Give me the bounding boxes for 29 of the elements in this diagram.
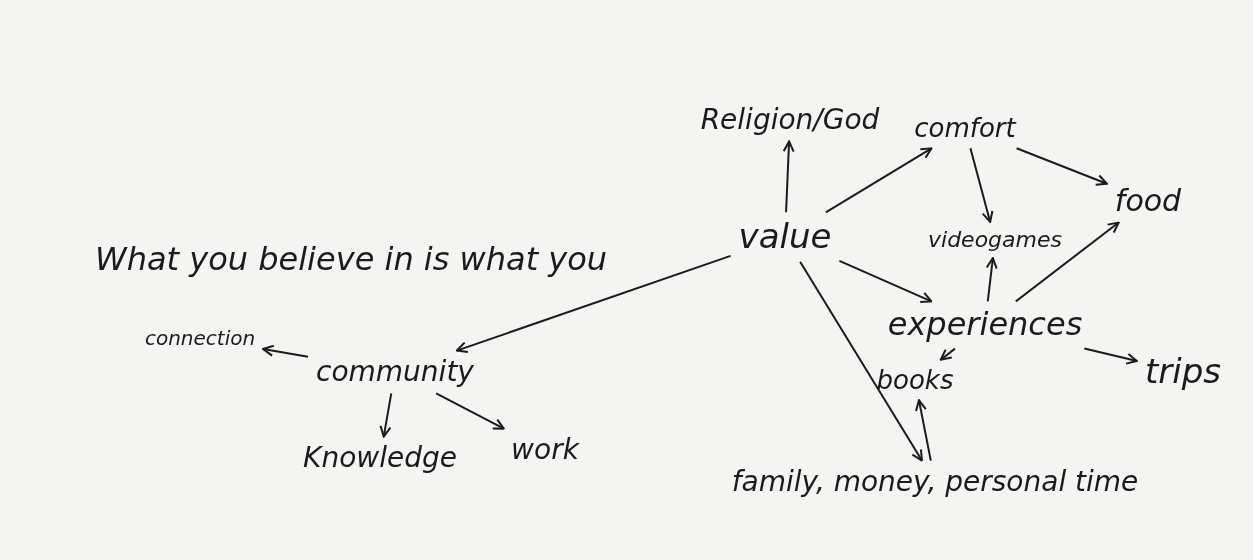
handwritten-word: work <box>511 434 579 466</box>
arrow <box>915 399 932 462</box>
arrow <box>939 347 956 361</box>
handwritten-word: food <box>1114 183 1182 217</box>
arrow <box>1083 347 1138 365</box>
handwritten-word: comfort <box>914 113 1016 143</box>
arrow <box>379 392 393 438</box>
arrow <box>1014 221 1120 303</box>
arrow <box>435 392 505 430</box>
handwritten-word: Knowledge <box>303 442 457 474</box>
arrow <box>838 259 933 303</box>
handwritten-word: Religion/God <box>700 104 880 136</box>
arrow <box>969 147 994 223</box>
arrow <box>799 260 923 462</box>
handwritten-word: trips <box>1144 353 1222 391</box>
arrow <box>824 147 933 214</box>
arrow <box>1015 147 1108 186</box>
handwritten-word: family, money, personal time <box>731 466 1139 498</box>
arrow <box>455 254 732 354</box>
handwritten-word: videogames <box>928 227 1062 253</box>
handwritten-word: value <box>738 218 832 256</box>
handwritten-word: community <box>316 356 474 388</box>
handwritten-word: experiences <box>887 307 1083 343</box>
handwritten-word: books <box>876 365 954 395</box>
handwritten-phrase: What you believe in is what you <box>95 240 608 278</box>
arrow <box>985 257 998 303</box>
arrow <box>782 140 795 214</box>
arrow <box>262 344 310 358</box>
handwritten-word: connection <box>144 327 256 349</box>
